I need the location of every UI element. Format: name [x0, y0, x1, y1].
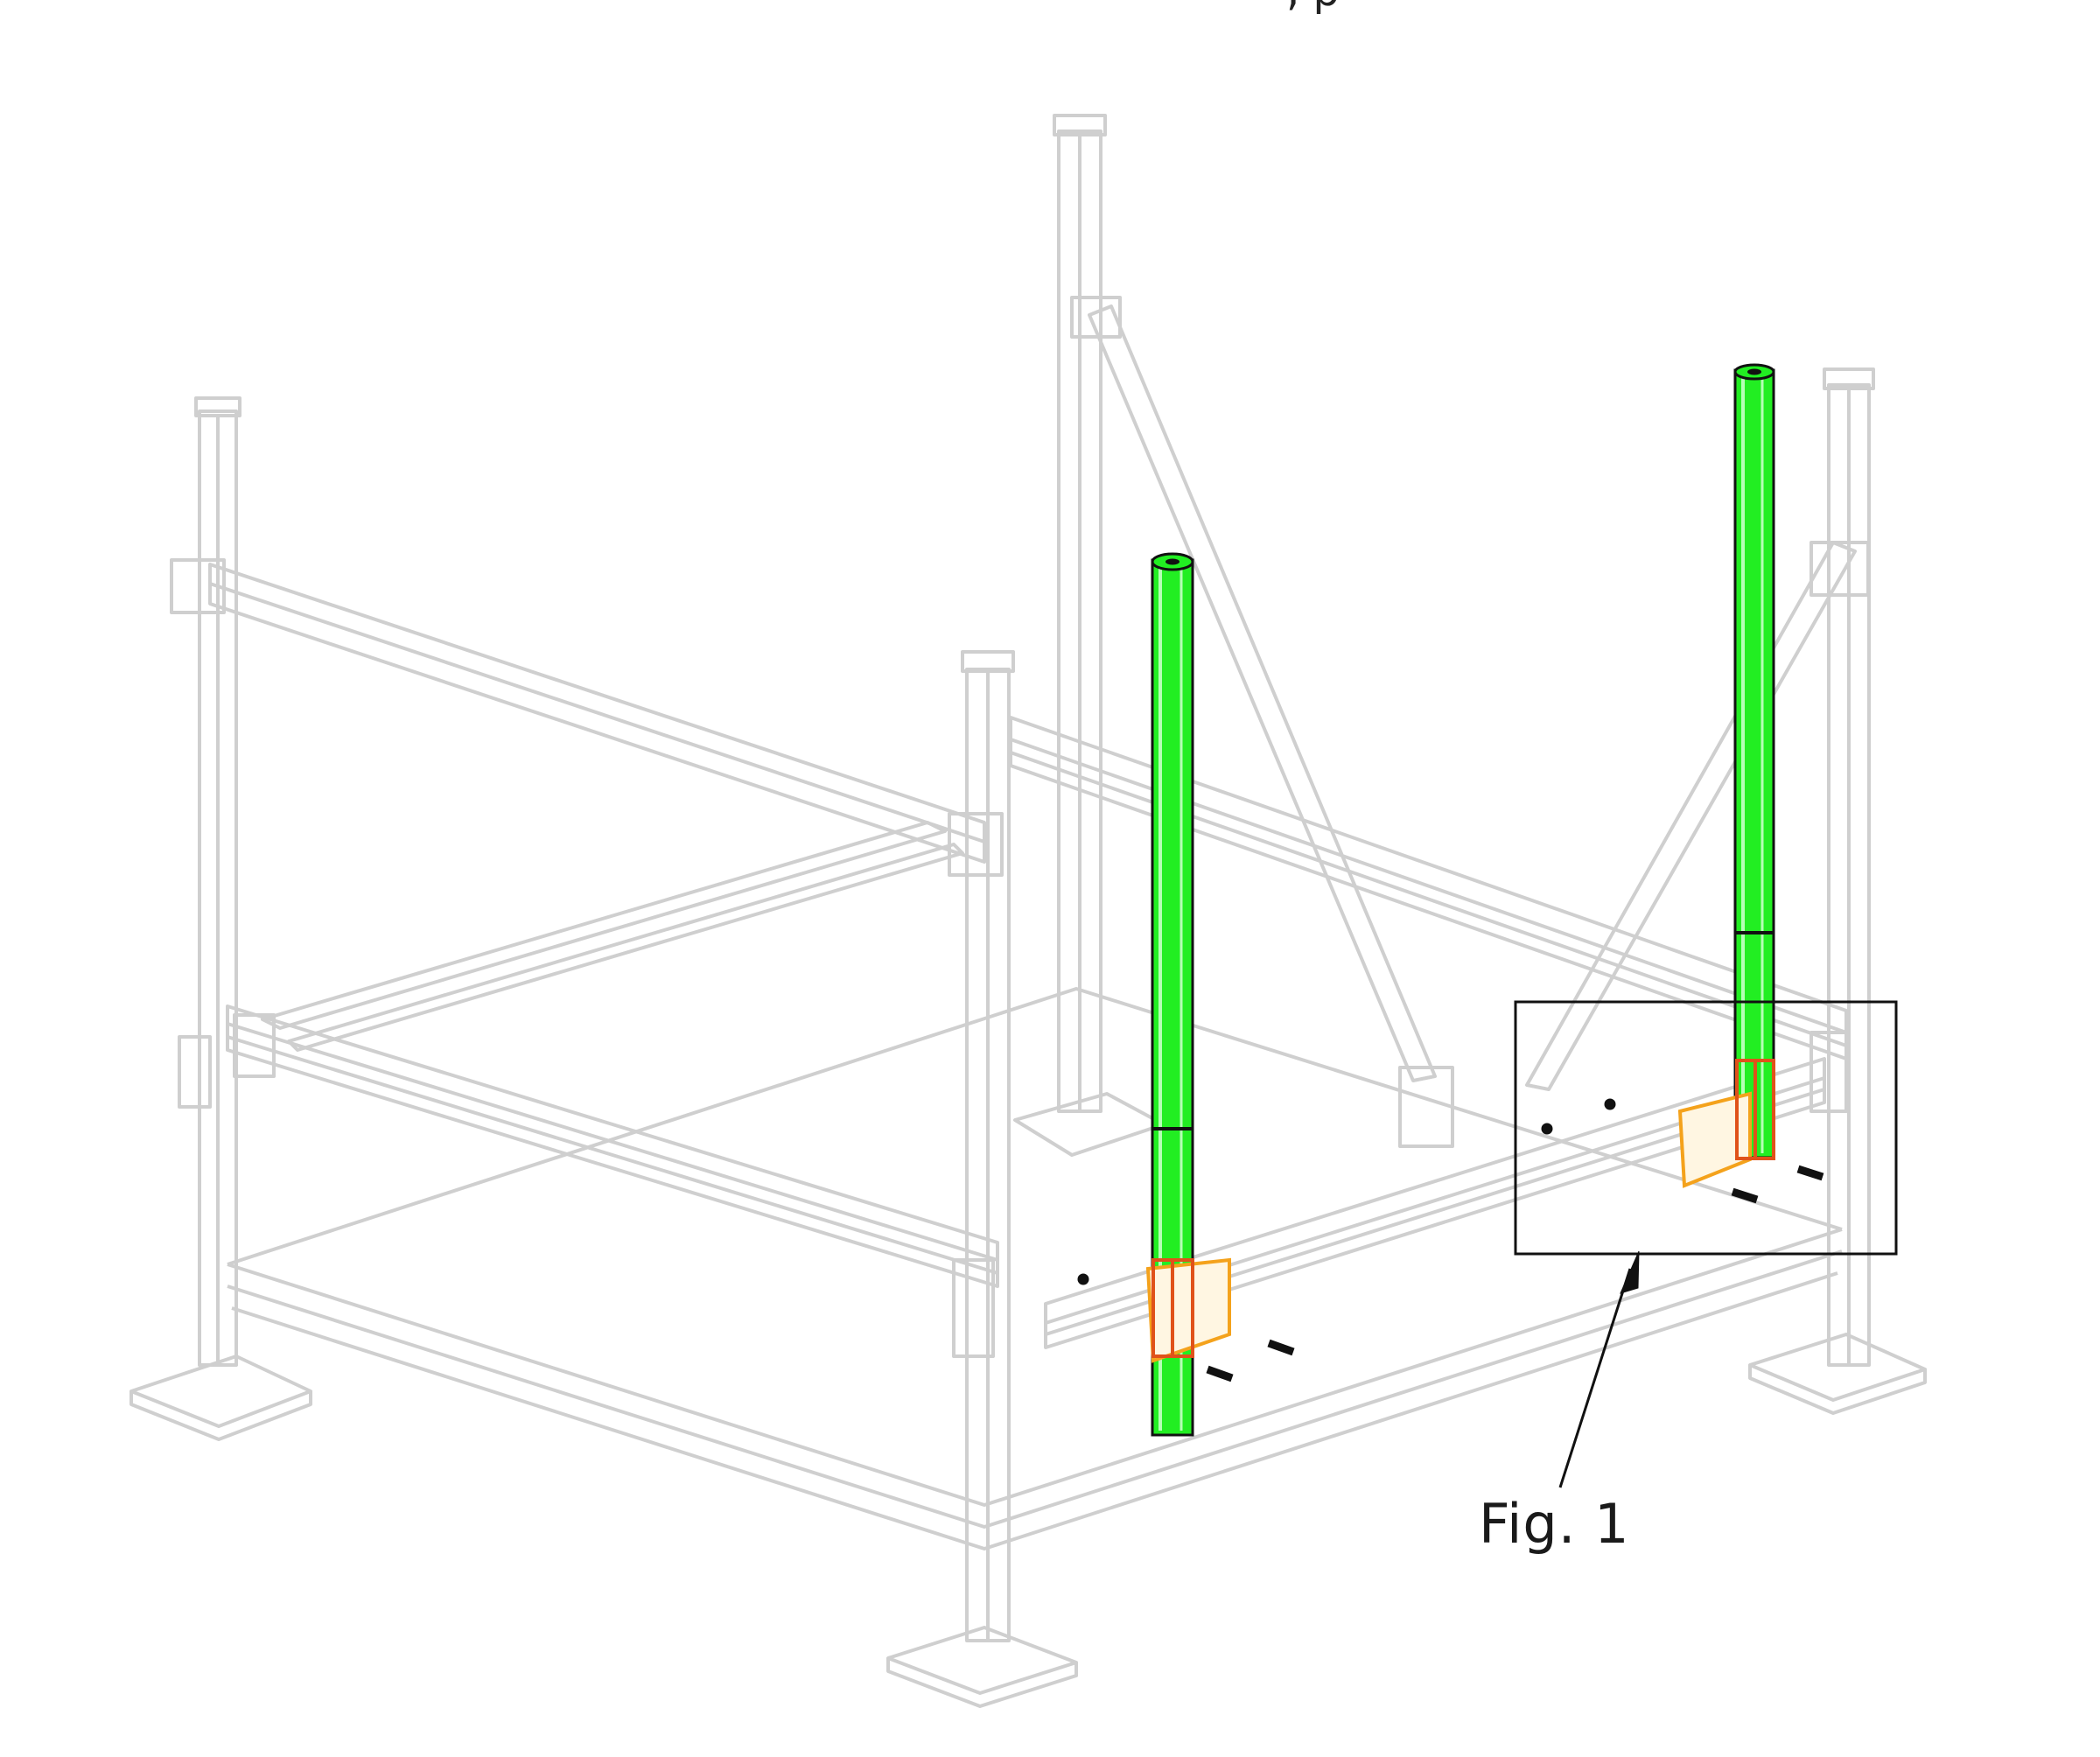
upper-left-rail	[208, 563, 986, 864]
rear-braces	[1088, 304, 1857, 1091]
feet	[130, 1092, 1927, 1708]
mid-cross-bars	[261, 821, 964, 1052]
post-front-center	[948, 650, 1015, 1642]
left-mounting-bracket	[1145, 1257, 1231, 1363]
post-left	[170, 396, 242, 1367]
top-text-fragment: , p	[1286, 0, 1340, 16]
left-hardware	[1077, 1273, 1295, 1382]
post-back-center	[1053, 114, 1122, 1113]
lower-perimeter	[227, 987, 1843, 1550]
figure-callout-label: Fig. 1	[1479, 1492, 1630, 1556]
left-post-assembly	[1077, 552, 1295, 1437]
post-right	[1810, 368, 1875, 1367]
callout-box	[1514, 1000, 1898, 1256]
right-hardware	[1541, 1098, 1824, 1204]
frame-structure	[130, 114, 1927, 1708]
mid-left-rail	[226, 1004, 999, 1288]
side-plates	[178, 1013, 1848, 1358]
callout-arrow	[1558, 1250, 1640, 1488]
right-mounting-bracket	[1677, 1059, 1775, 1188]
right-post-assembly	[1541, 363, 1824, 1204]
